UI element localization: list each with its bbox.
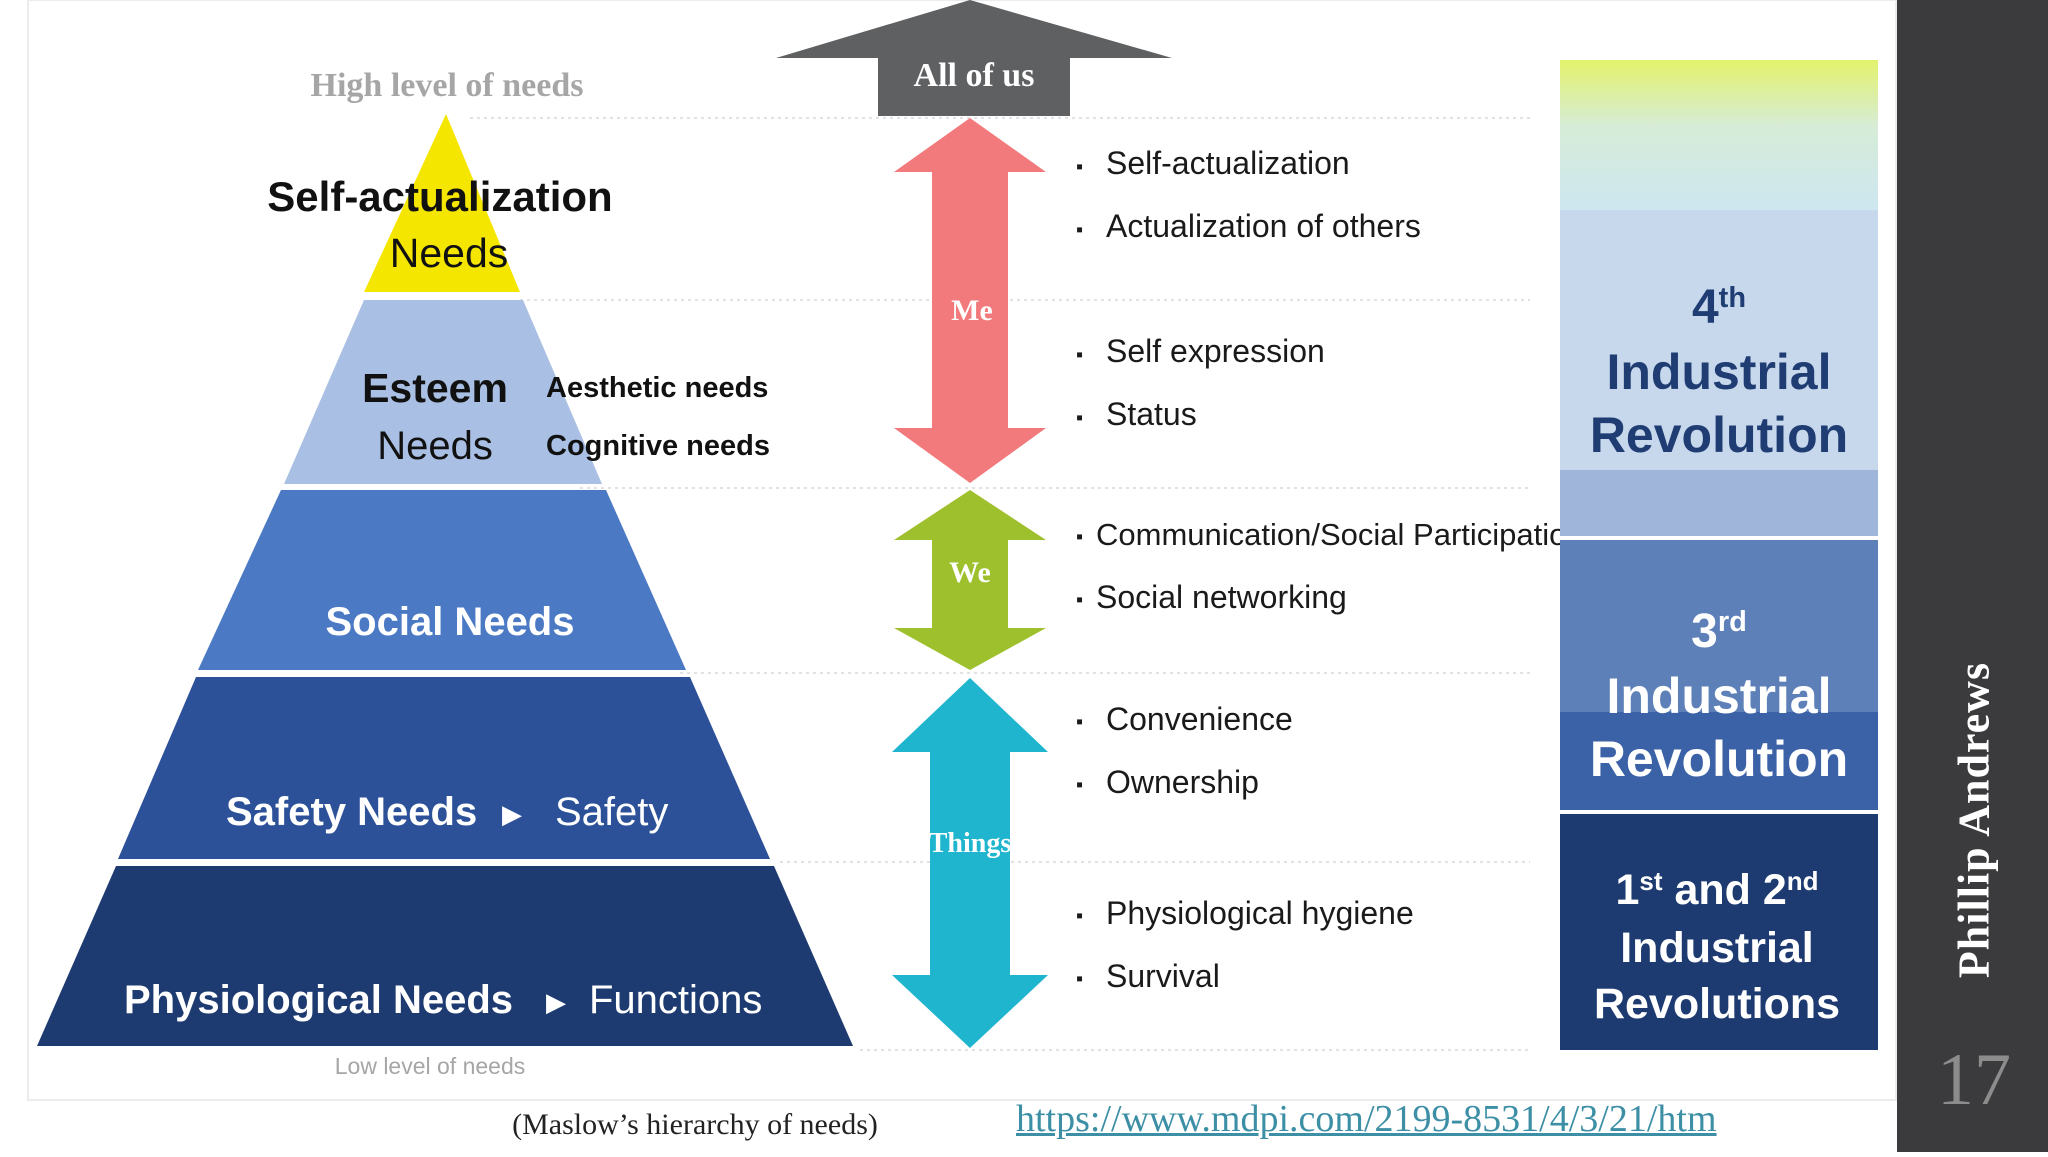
source-link[interactable]: https://www.mdpi.com/2199-8531/4/3/21/ht… [1016,1098,1717,1140]
first-second-revolution-line2: Revolutions [1594,980,1840,1028]
bullet-marker-icon: ▪ [1076,219,1083,241]
author-name: Phillip Andrews [1949,661,1999,979]
pyramid-safety [118,677,770,859]
fourth-revolution-line1: Industrial [1606,344,1831,400]
aesthetic-needs-label: Aesthetic needs [546,372,768,404]
bullet-marker-icon: ▪ [1076,526,1083,548]
bullet-item: Convenience [1106,701,1293,737]
bullet-marker-icon: ▪ [1076,968,1083,990]
bullet-marker-icon: ▪ [1076,344,1083,366]
physiological-extra: Functions [589,978,762,1022]
slide-number: 17 [1937,1039,2011,1121]
esteem-title: Esteem [362,365,508,411]
bullet-marker-icon: ▪ [1076,407,1083,429]
safety-arrow-icon: ▶ [502,800,522,830]
bullet-item: Survival [1106,958,1220,994]
bullet-marker-icon: ▪ [1076,774,1083,796]
me-arrow: Me [894,118,1046,483]
pyramid-esteem [284,300,602,484]
things-arrow: Things [892,678,1048,1048]
bullet-item: Social networking [1096,579,1347,615]
bullet-item: Self expression [1106,333,1325,369]
revolution-column [1560,60,1878,1050]
third-revolution-number: 3rd [1691,605,1747,658]
bullet-item: Communication/Social Participation [1096,517,1584,552]
bullet-item: Physiological hygiene [1106,895,1414,931]
things-label: Things [929,828,1012,859]
all-of-us-arrow: All of us [776,0,1172,116]
pyramid [37,114,853,1046]
bullet-list: ▪ Self-actualization ▪ Actualization of … [1076,145,1584,994]
all-of-us-label: All of us [914,57,1035,94]
fourth-revolution-number: 4th [1692,281,1746,334]
third-revolution-line1: Industrial [1606,668,1831,724]
bullet-item: Actualization of others [1106,208,1421,244]
we-arrow: We [894,490,1046,670]
pyramid-physiological [37,866,853,1046]
bullet-marker-icon: ▪ [1076,589,1083,611]
self-actualization-sub: Needs [390,230,509,276]
bullet-marker-icon: ▪ [1076,711,1083,733]
first-second-revolution-line1: Industrial [1620,924,1814,972]
fourth-revolution-line2: Revolution [1590,407,1848,463]
bullet-item: Self-actualization [1106,145,1350,181]
physiological-needs-title: Physiological Needs [124,978,513,1022]
pyramid-social [198,490,686,670]
safety-extra: Safety [555,790,668,834]
diagram-caption: (Maslow’s hierarchy of needs) [512,1108,878,1141]
we-label: We [949,556,991,589]
bullet-marker-icon: ▪ [1076,156,1083,178]
low-level-label: Low level of needs [335,1053,526,1079]
esteem-sub: Needs [377,424,493,468]
physiological-arrow-icon: ▶ [546,988,566,1018]
sidebar [1897,0,2048,1152]
bullet-item: Ownership [1106,764,1259,800]
guide-lines [470,117,1530,1051]
bullet-item: Status [1106,396,1197,432]
me-label: Me [951,294,993,327]
bullet-marker-icon: ▪ [1076,905,1083,927]
high-level-label: High level of needs [311,67,584,104]
first-second-revolution-number: 1st and 2nd [1615,866,1818,914]
self-actualization-title: Self-actualization [267,173,612,220]
third-revolution-line2: Revolution [1590,731,1848,787]
safety-needs-title: Safety Needs [226,790,477,834]
social-needs-title: Social Needs [325,600,574,644]
cognitive-needs-label: Cognitive needs [546,430,770,462]
pyramid-self-actualization [364,114,520,292]
